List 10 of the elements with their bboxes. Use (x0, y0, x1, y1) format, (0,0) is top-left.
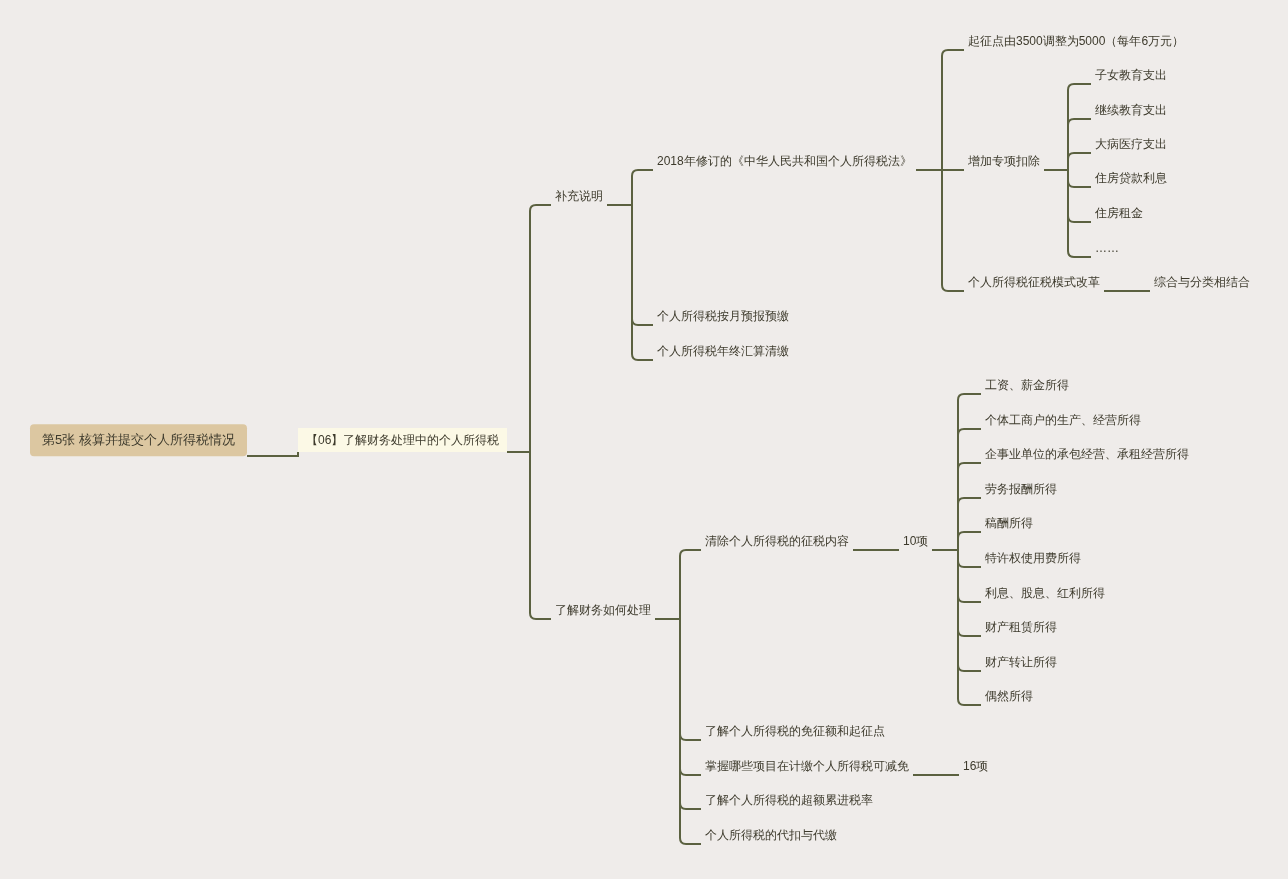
main-topic: 【06】了解财务处理中的个人所得税 (298, 428, 508, 452)
branch-line (246, 451, 299, 457)
branch-line (931, 549, 982, 706)
branch-line (1103, 290, 1151, 292)
branch-line (912, 774, 960, 776)
root-topic: 第5张 核算并提交个人所得税情况 (30, 424, 247, 456)
branch-line (852, 549, 900, 551)
branch-line (1043, 169, 1092, 258)
branch-line (654, 618, 702, 845)
branch-line (606, 204, 654, 361)
